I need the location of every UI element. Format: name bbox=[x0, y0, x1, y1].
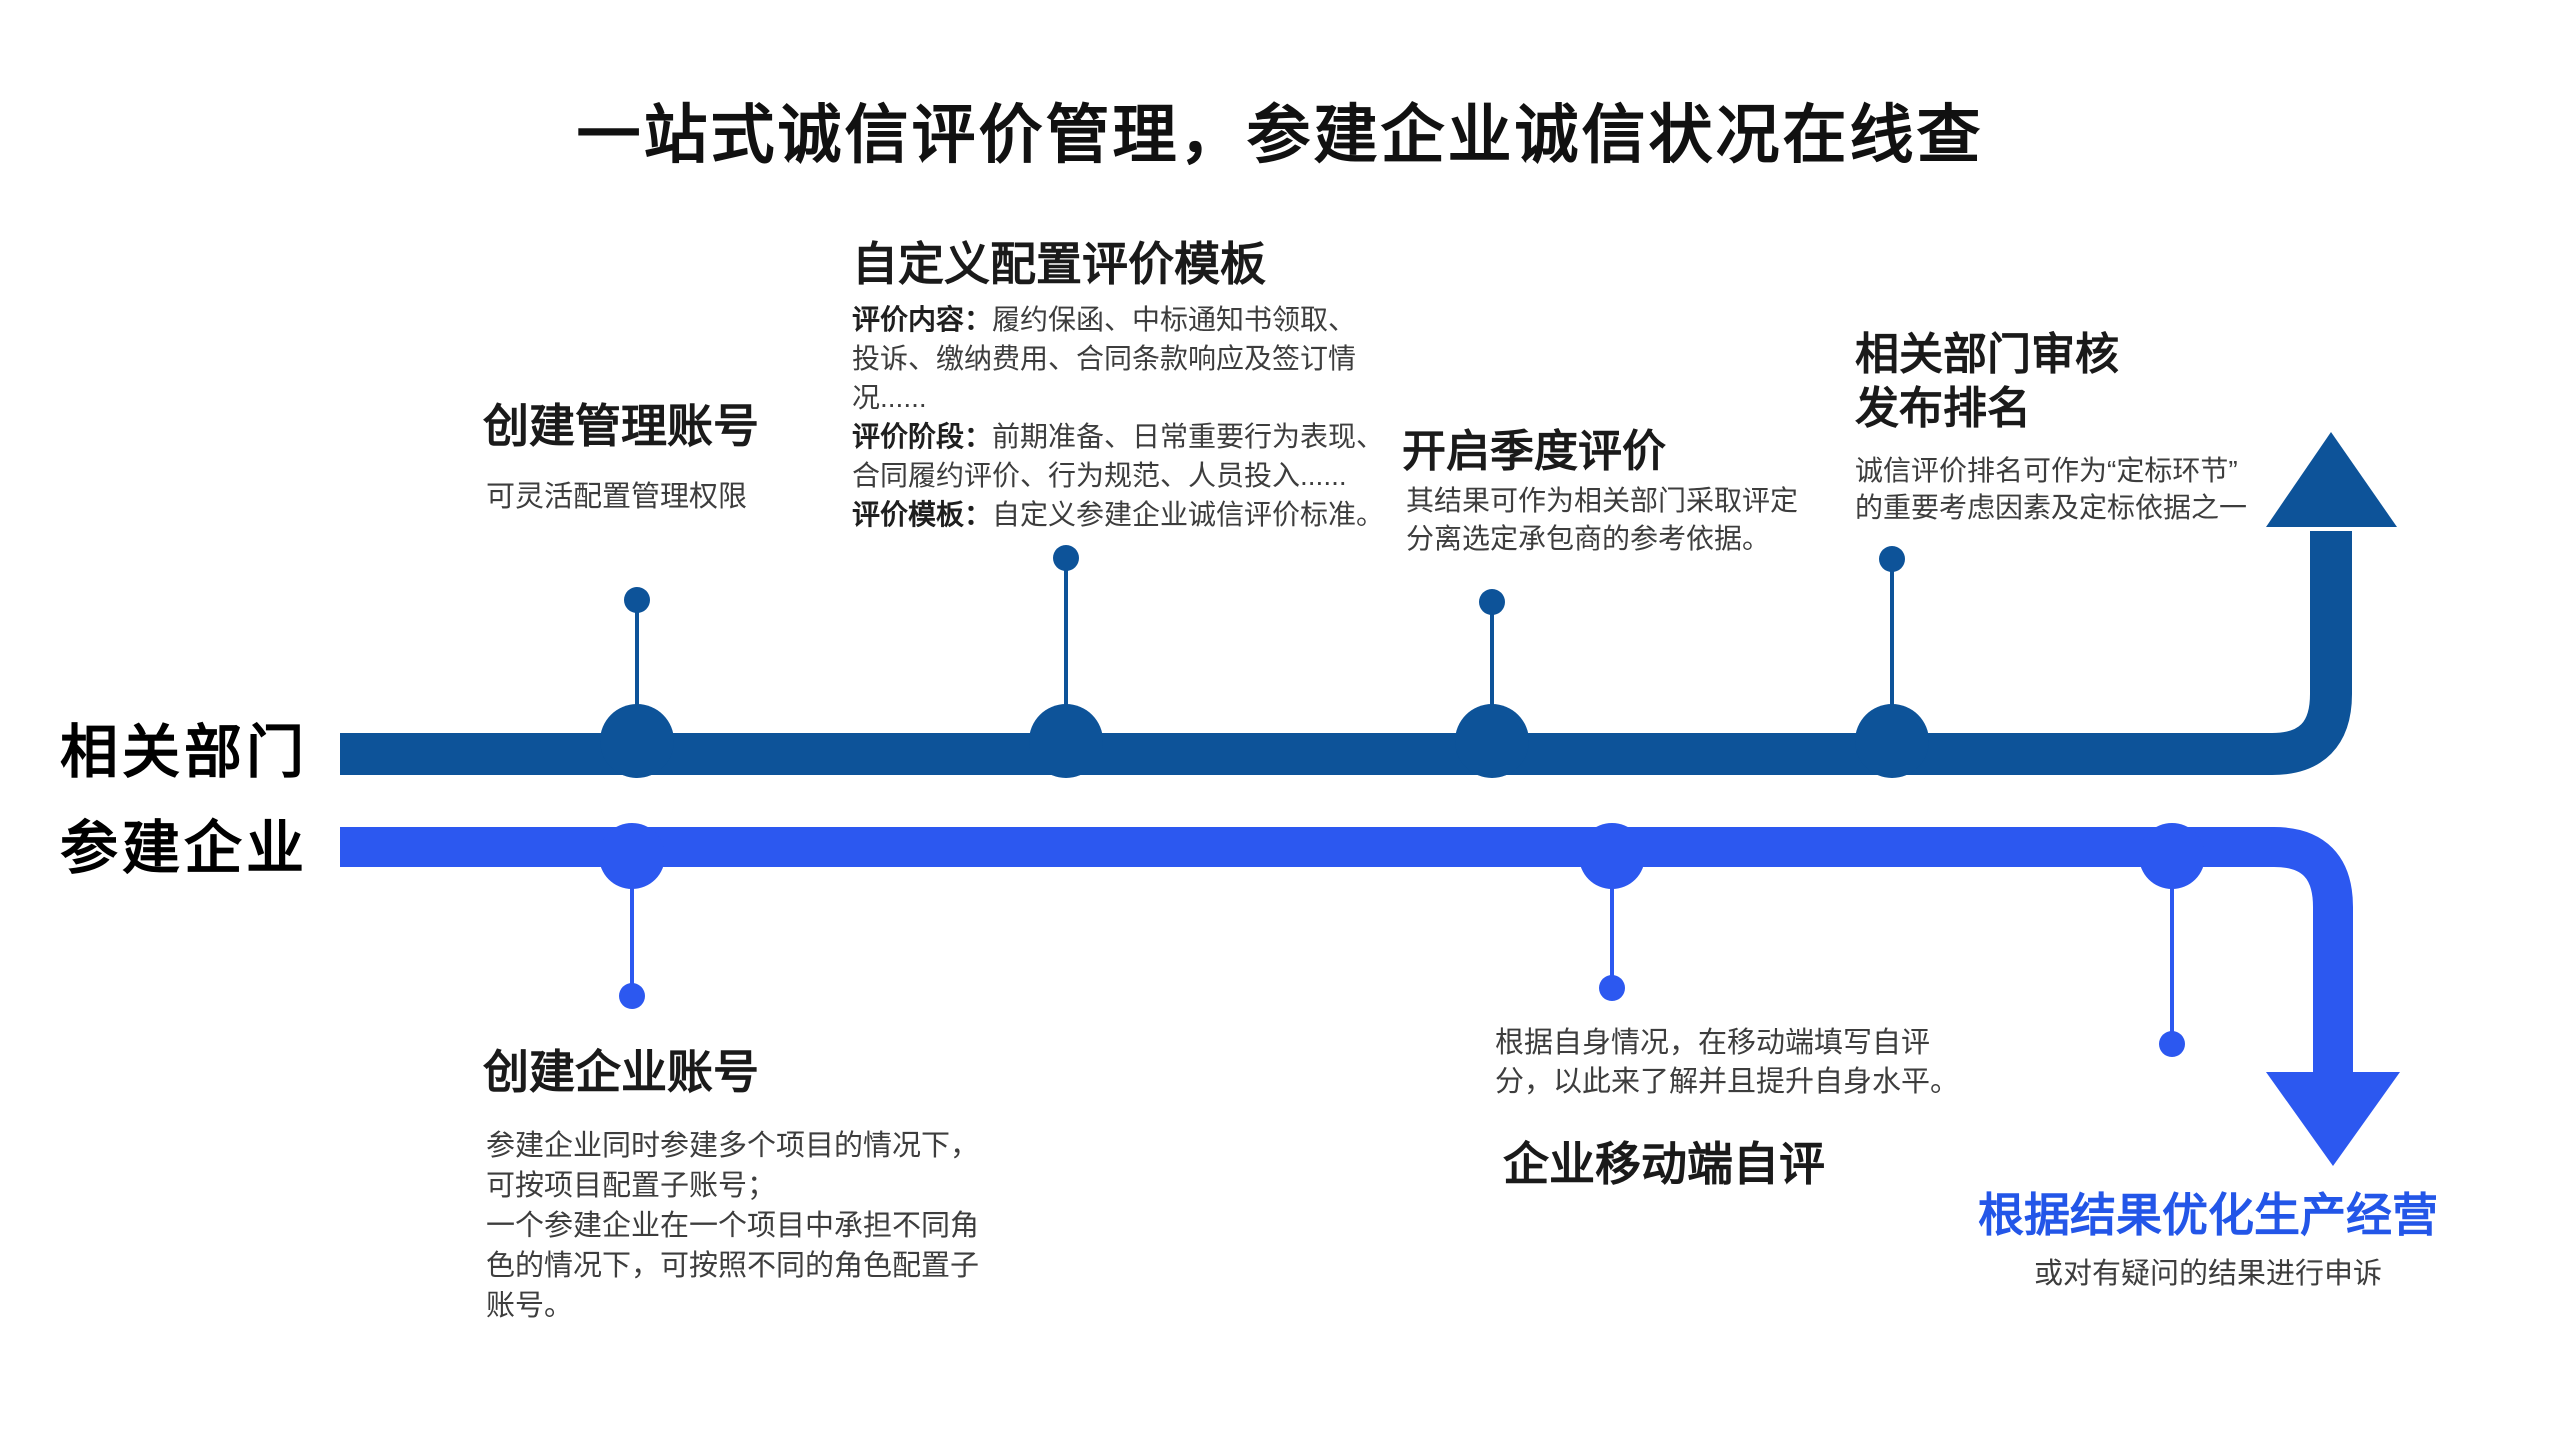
timeline-bottom-line bbox=[340, 827, 2353, 1076]
node-dot bbox=[619, 983, 645, 1009]
item-label: 评价内容： bbox=[852, 304, 993, 335]
step-heading-custom-template: 自定义配置评价模板 bbox=[852, 238, 1266, 290]
up-arrow-icon bbox=[2266, 432, 2397, 527]
step-body-custom-template: 评价内容：履约保函、中标通知书领取、 投诉、缴纳费用、合同条款响应及签订情 况.… bbox=[852, 300, 1397, 534]
page-title: 一站式诚信评价管理，参建企业诚信状况在线查 bbox=[576, 99, 1984, 171]
node-dot bbox=[2159, 1031, 2185, 1057]
item-label: 评价模板： bbox=[852, 499, 993, 530]
step-body-create-enterprise-account: 参建企业同时参建多个项目的情况下， 可按项目配置子账号； 一个参建企业在一个项目… bbox=[486, 1130, 980, 1322]
node-dot bbox=[1879, 546, 1905, 572]
step-heading-create-admin-account: 创建管理账号 bbox=[483, 400, 759, 452]
template-item: 评价内容：履约保函、中标通知书领取、 投诉、缴纳费用、合同条款响应及签订情 况.… bbox=[852, 300, 1397, 417]
timeline-node-bump bbox=[1579, 823, 1645, 889]
item-text: 自定义参建企业诚信评价标准。 bbox=[992, 499, 1385, 530]
node-dot bbox=[1479, 589, 1505, 615]
lane-label-bottom: 参建企业 bbox=[60, 816, 309, 881]
timeline-bottom-lane bbox=[340, 823, 2400, 1166]
step-heading-review-publish-ranking: 相关部门审核 发布排名 bbox=[1855, 330, 2119, 433]
step-heading-optimize-production: 根据结果优化生产经营 bbox=[1978, 1189, 2438, 1241]
step-body-quarterly-evaluation: 其结果可作为相关部门采取评定 分离选定承包商的参考依据。 bbox=[1406, 485, 1799, 554]
step-body-create-admin-account: 可灵活配置管理权限 bbox=[486, 481, 748, 513]
step-body-optimize-production: 或对有疑问的结果进行申诉 bbox=[2033, 1258, 2382, 1290]
timeline-node-bump bbox=[599, 823, 665, 889]
step-optimize-production: 根据结果优化生产经营 或对有疑问的结果进行申诉 bbox=[1960, 1188, 2456, 1292]
lane-label-top: 相关部门 bbox=[60, 720, 309, 785]
timeline-top-line bbox=[340, 531, 2352, 775]
timeline-top-lane bbox=[340, 432, 2397, 778]
template-item: 评价模板：自定义参建企业诚信评价标准。 bbox=[852, 495, 1397, 534]
step-heading-mobile-self-evaluation: 企业移动端自评 bbox=[1503, 1138, 1825, 1190]
step-body-mobile-self-evaluation: 根据自身情况，在移动端填写自评 分，以此来了解并且提升自身水平。 bbox=[1495, 1027, 1960, 1098]
timeline-node-bump bbox=[2139, 823, 2205, 889]
node-dot bbox=[1053, 545, 1079, 571]
node-dot bbox=[1599, 975, 1625, 1001]
step-body-review-publish-ranking: 诚信评价排名可作为“定标环节” 的重要考虑因素及定标依据之一 bbox=[1855, 455, 2248, 523]
item-text: 履约保函、中标通知书领取、 投诉、缴纳费用、合同条款响应及签订情 况...... bbox=[852, 304, 1357, 413]
item-text: 前期准备、日常重要行为表现、 合同履约评价、行为规范、人员投入...... bbox=[852, 421, 1385, 491]
down-arrow-icon bbox=[2266, 1072, 2400, 1166]
step-heading-create-enterprise-account: 创建企业账号 bbox=[483, 1046, 759, 1098]
template-item: 评价阶段：前期准备、日常重要行为表现、 合同履约评价、行为规范、人员投入....… bbox=[852, 417, 1397, 495]
node-dot bbox=[624, 587, 650, 613]
step-heading-quarterly-evaluation: 开启季度评价 bbox=[1402, 427, 1666, 476]
item-label: 评价阶段： bbox=[852, 421, 993, 452]
